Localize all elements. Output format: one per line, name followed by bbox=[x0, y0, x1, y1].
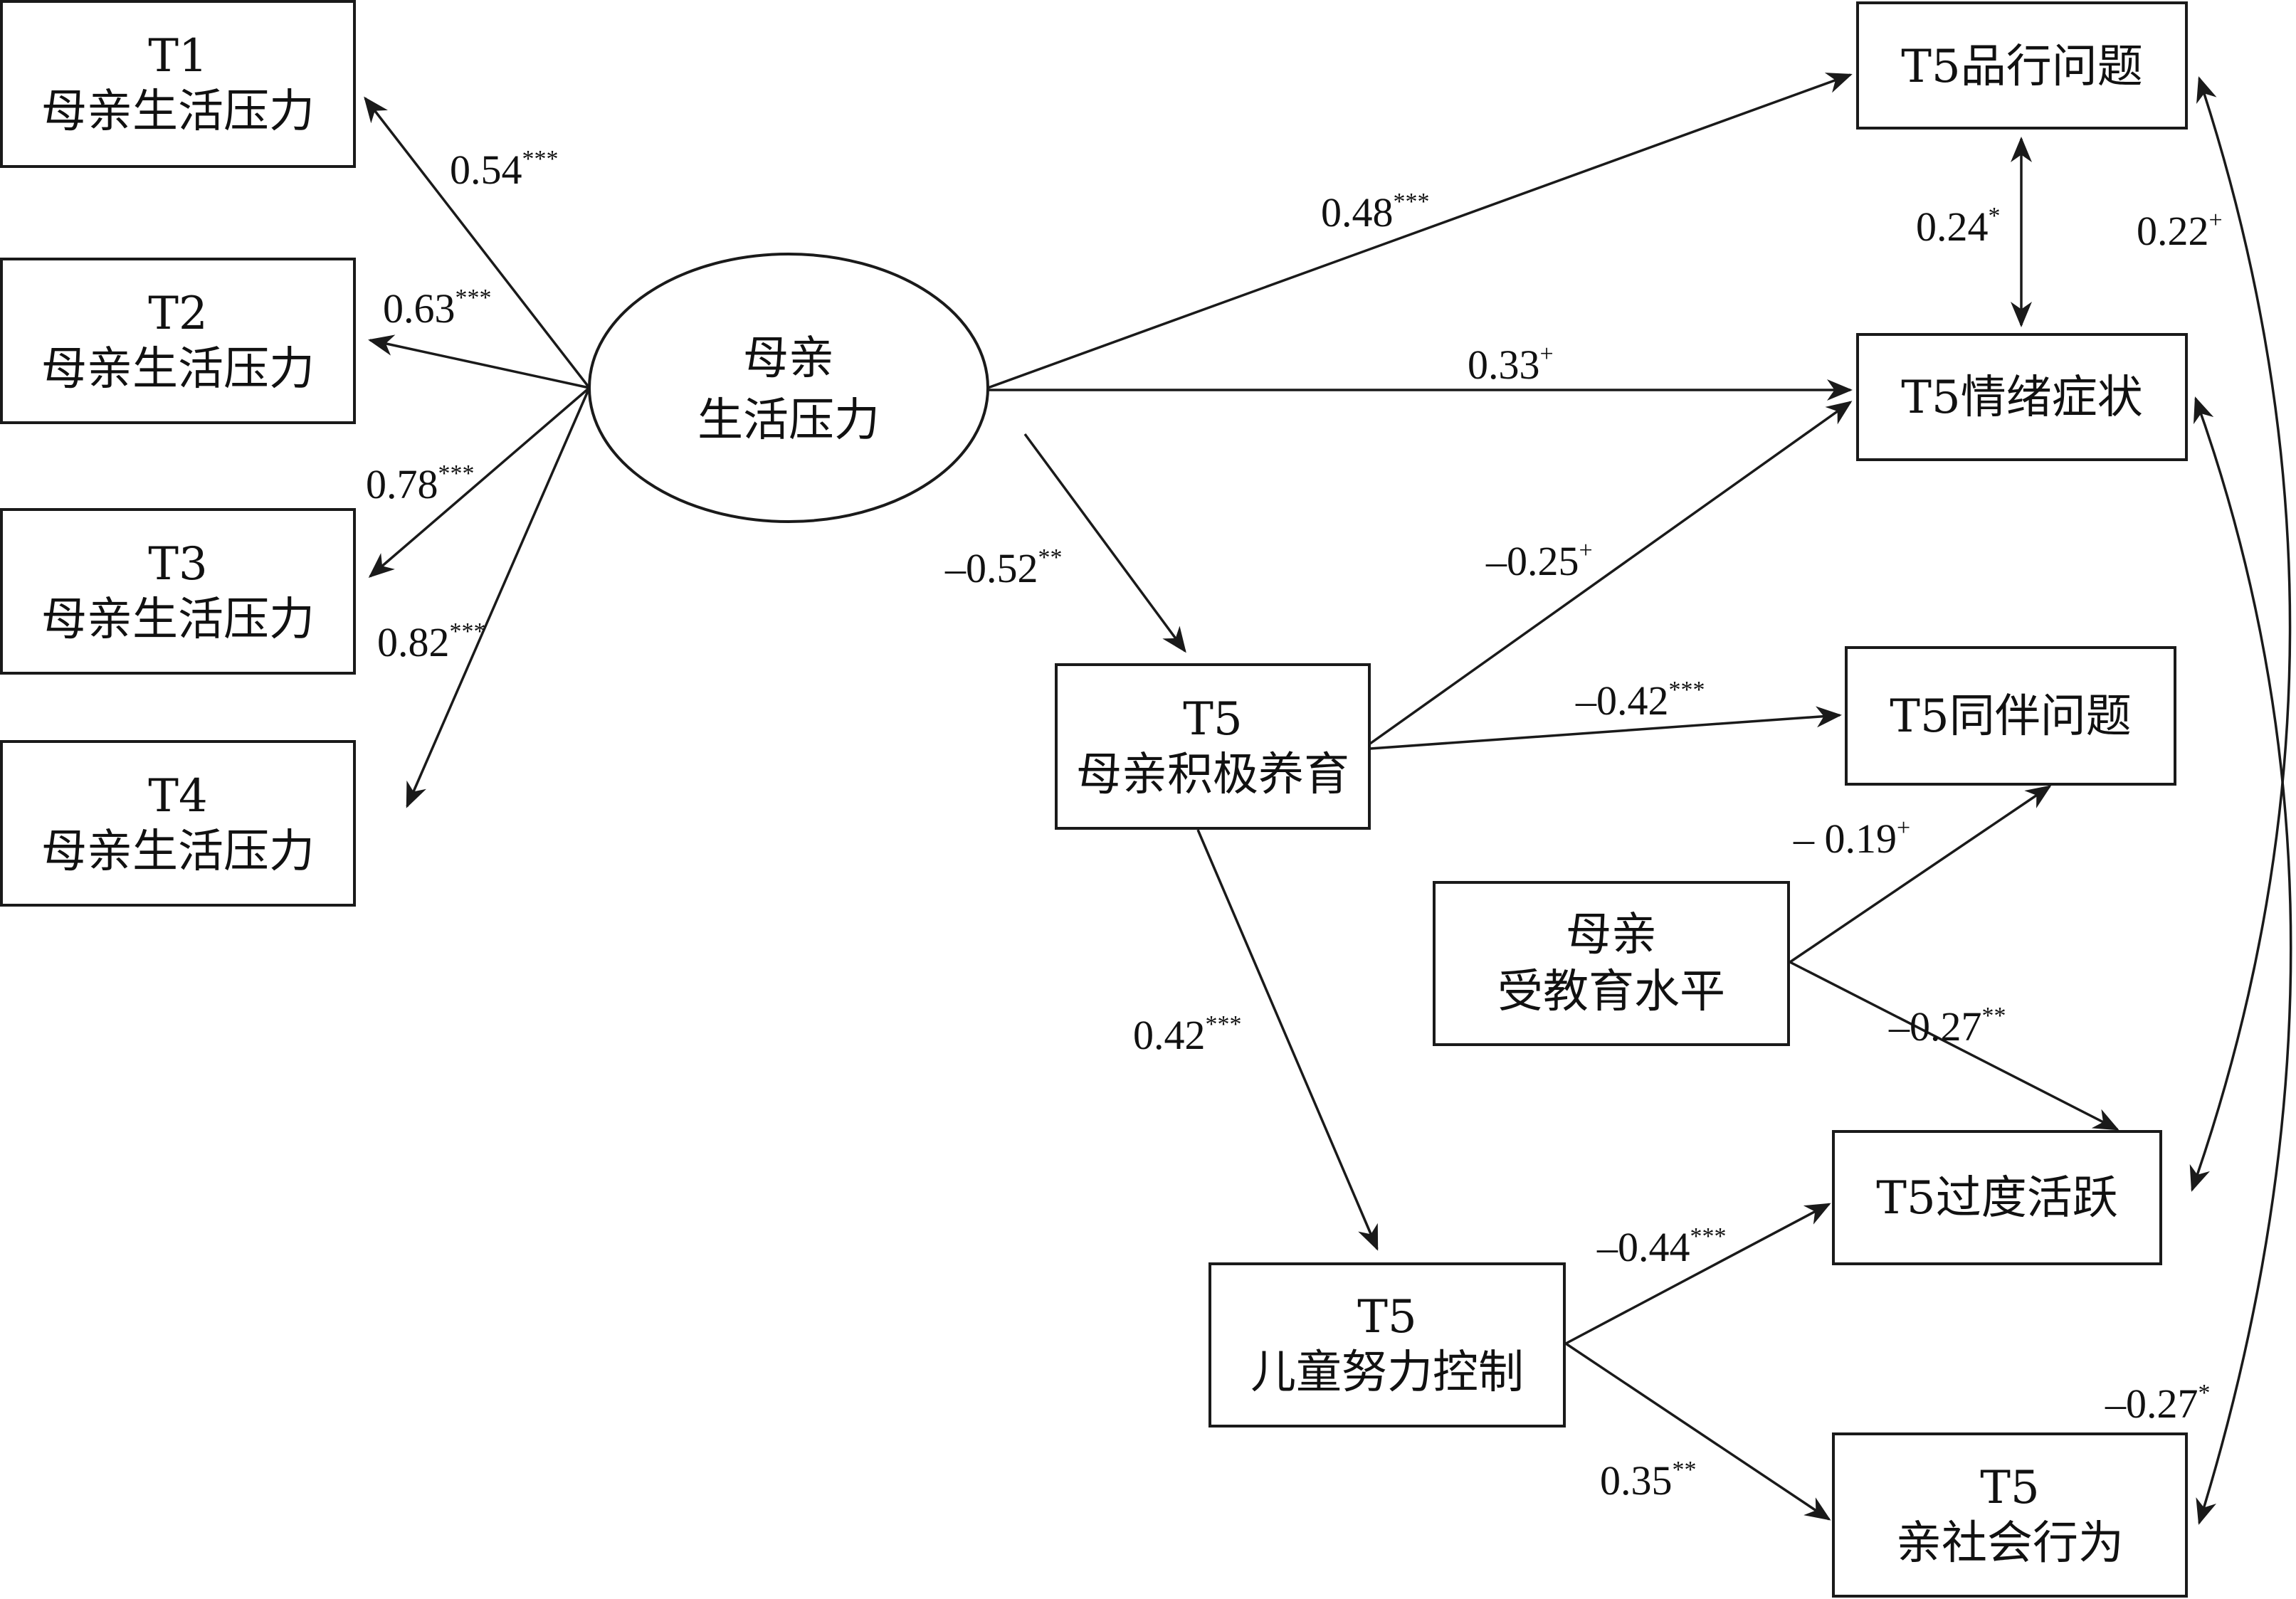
svg-text:母亲: 母亲 bbox=[743, 332, 834, 385]
node-t2-stress: T2 母亲生活压力 bbox=[0, 258, 356, 424]
edge-latent-to-t2 bbox=[368, 334, 590, 389]
svg-text:T3: T3 bbox=[148, 538, 207, 591]
edge-control-to-prosocial bbox=[1565, 1342, 1831, 1521]
cov-emotional-prosocial bbox=[2193, 396, 2292, 1525]
node-t3-stress: T3 母亲生活压力 bbox=[0, 508, 356, 675]
edge-education-to-hyperactivity bbox=[1789, 961, 2119, 1131]
svg-text:母亲生活压力: 母亲生活压力 bbox=[41, 593, 315, 646]
svg-text:母亲生活压力: 母亲生活压力 bbox=[41, 825, 315, 878]
svg-text:T5过度活跃: T5过度活跃 bbox=[1876, 1172, 2117, 1225]
node-t5-peer: T5同伴问题 bbox=[1845, 646, 2176, 786]
edge-parenting-to-control bbox=[1196, 829, 1379, 1251]
svg-text:生活压力: 生活压力 bbox=[697, 394, 880, 447]
node-t5-effortful-control: T5 儿童努力控制 bbox=[1208, 1262, 1566, 1428]
label-conduct-hyperactivity-cov: 0.22+ bbox=[2137, 207, 2223, 254]
label-latent-to-conduct: 0.48*** bbox=[1321, 189, 1430, 236]
label-latent-to-t2: 0.63*** bbox=[383, 285, 492, 332]
node-maternal-education: 母亲 受教育水平 bbox=[1433, 881, 1790, 1046]
label-parenting-to-control: 0.42*** bbox=[1133, 1011, 1242, 1058]
node-t5-hyperactivity: T5过度活跃 bbox=[1832, 1130, 2162, 1265]
label-emotional-prosocial-cov: –0.27* bbox=[2105, 1380, 2211, 1427]
svg-text:T5同伴问题: T5同伴问题 bbox=[1890, 690, 2131, 743]
svg-text:儿童努力控制: 儿童努力控制 bbox=[1250, 1346, 1524, 1399]
edge-parenting-to-peer bbox=[1369, 706, 1842, 750]
label-latent-to-t4: 0.82*** bbox=[377, 618, 486, 665]
svg-text:T5: T5 bbox=[1183, 693, 1242, 746]
edge-latent-to-t4 bbox=[406, 387, 591, 808]
label-control-to-hyperactivity: –0.44*** bbox=[1596, 1223, 1727, 1270]
label-latent-to-parenting: –0.52** bbox=[944, 544, 1063, 591]
node-t5-emotional: T5情绪症状 bbox=[1856, 333, 2188, 461]
label-conduct-emotional-cov: 0.24* bbox=[1916, 203, 2001, 250]
label-latent-to-t3: 0.78*** bbox=[366, 460, 475, 507]
edge-control-to-hyperactivity bbox=[1565, 1203, 1831, 1345]
node-t1-stress: T1 母亲生活压力 bbox=[0, 0, 356, 168]
node-latent-stress: 母亲 生活压力 bbox=[588, 253, 989, 523]
label-parenting-to-peer: –0.42*** bbox=[1575, 677, 1705, 724]
node-t5-positive-parenting: T5 母亲积极养育 bbox=[1055, 663, 1371, 830]
node-t4-stress: T4 母亲生活压力 bbox=[0, 740, 356, 907]
edge-latent-to-t1 bbox=[364, 96, 591, 389]
edge-latent-to-parenting bbox=[1023, 433, 1186, 653]
svg-text:T5品行问题: T5品行问题 bbox=[1901, 41, 2142, 93]
svg-text:受教育水平: 受教育水平 bbox=[1497, 966, 1725, 1018]
svg-text:T5情绪症状: T5情绪症状 bbox=[1901, 371, 2142, 424]
edge-education-to-peer bbox=[1789, 785, 2052, 964]
edge-latent-to-conduct bbox=[987, 73, 1853, 389]
svg-text:亲社会行为: 亲社会行为 bbox=[1896, 1517, 2124, 1570]
svg-text:T4: T4 bbox=[148, 770, 207, 823]
svg-text:母亲积极养育: 母亲积极养育 bbox=[1076, 749, 1349, 801]
label-education-to-hyperactivity: –0.27** bbox=[1888, 1003, 2006, 1050]
svg-text:母亲生活压力: 母亲生活压力 bbox=[41, 343, 315, 396]
label-control-to-prosocial: 0.35** bbox=[1600, 1457, 1697, 1504]
svg-text:母亲: 母亲 bbox=[1566, 909, 1657, 961]
label-education-to-peer: – 0.19+ bbox=[1793, 815, 1910, 862]
label-parenting-to-emotional: –0.25+ bbox=[1485, 537, 1593, 584]
edge-parenting-to-emotional bbox=[1369, 401, 1853, 745]
label-latent-to-emotional: 0.33+ bbox=[1468, 341, 1554, 388]
svg-text:T5: T5 bbox=[1980, 1462, 2039, 1514]
svg-text:母亲生活压力: 母亲生活压力 bbox=[41, 85, 315, 138]
node-t5-prosocial: T5 亲社会行为 bbox=[1832, 1432, 2188, 1598]
node-t5-conduct: T5品行问题 bbox=[1856, 1, 2188, 130]
svg-text:T2: T2 bbox=[148, 287, 207, 340]
svg-text:T5: T5 bbox=[1357, 1291, 1416, 1344]
label-latent-to-t1: 0.54*** bbox=[450, 146, 559, 193]
edge-latent-to-t3 bbox=[368, 386, 591, 578]
cov-conduct-hyperactivity bbox=[2189, 76, 2292, 1192]
svg-text:T1: T1 bbox=[148, 30, 207, 83]
